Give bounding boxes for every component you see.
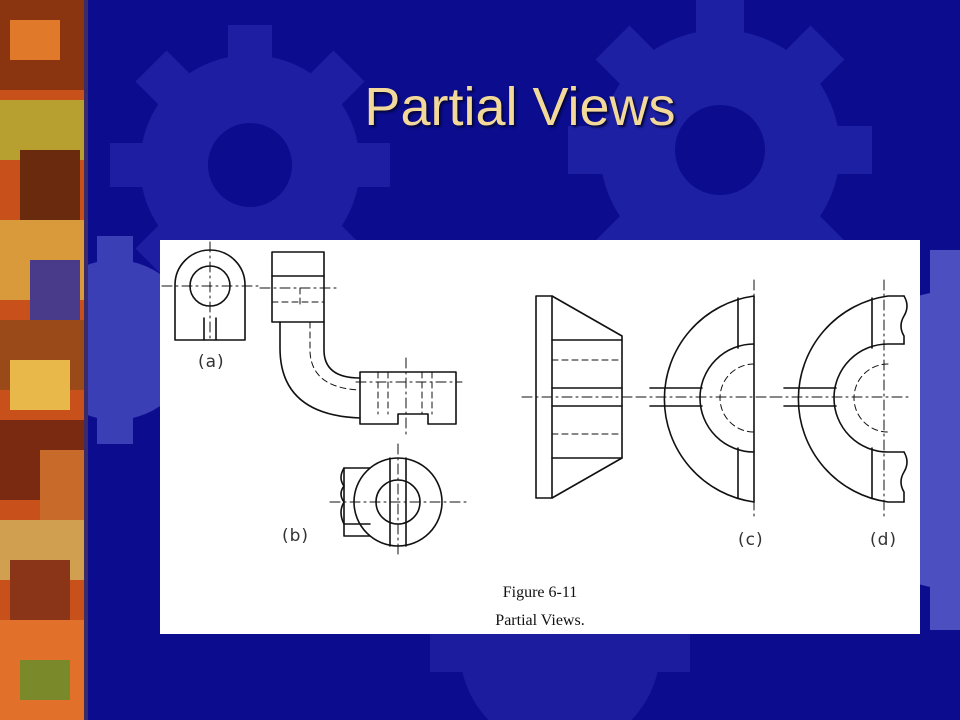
figure-number: Figure 6-11: [502, 584, 578, 601]
technical-drawing: [161, 241, 913, 559]
view-c-side-drawing: [521, 295, 637, 499]
view-label-a: (a): [198, 352, 225, 372]
figure-caption: Partial Views.: [495, 612, 585, 629]
view-label-b: (b): [282, 526, 310, 546]
decorative-left-strip: [0, 0, 88, 720]
view-c-partial-drawing: [635, 279, 773, 521]
view-a-drawing: [161, 241, 261, 341]
view-b-drawing: [259, 251, 467, 559]
view-label-d: (d): [870, 530, 898, 550]
view-d-partial-drawing: [771, 279, 913, 521]
view-label-c: (c): [738, 530, 764, 550]
figure-panel: (a) (b) (c) (d) Figure 6-11 Partial View…: [160, 240, 920, 634]
slide-title: Partial Views: [364, 77, 676, 137]
